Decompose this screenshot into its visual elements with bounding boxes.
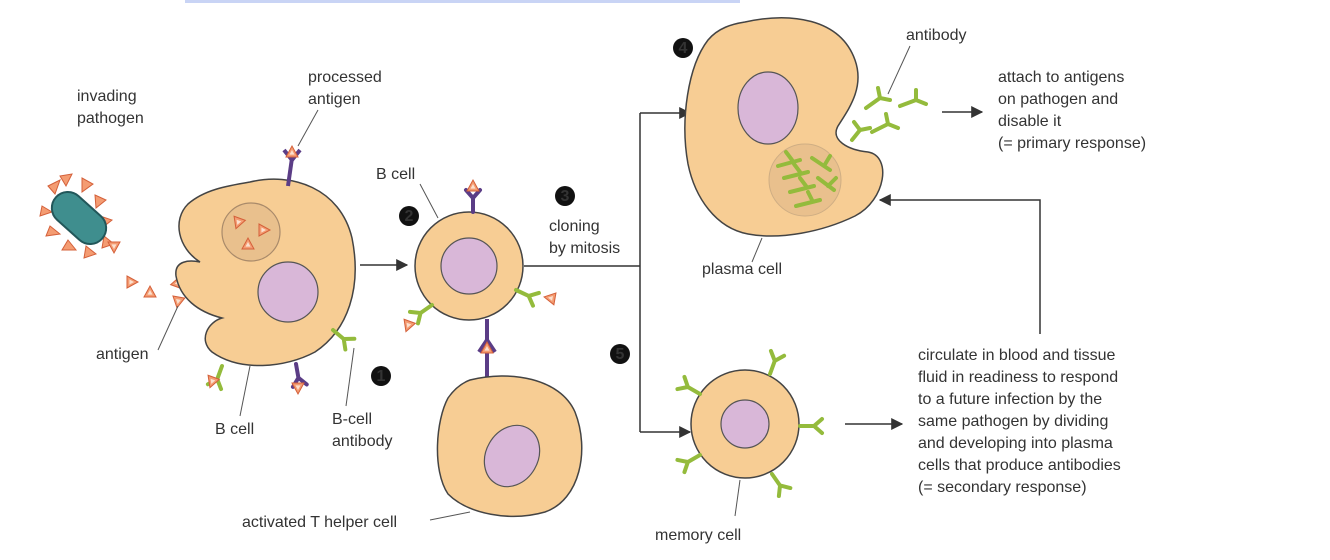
memory-cell xyxy=(675,348,824,499)
arrow-memory-to-plasma xyxy=(878,194,1041,334)
antigen-pointer xyxy=(157,305,179,351)
label-processed-antigen: processed antigen xyxy=(308,69,386,108)
secreted-antibodies xyxy=(850,86,928,142)
antigen-particle xyxy=(143,285,157,298)
step-4-badge: 4 xyxy=(673,38,693,58)
b-cell-antibody-pointer xyxy=(345,347,355,407)
svg-text:5: 5 xyxy=(616,346,625,363)
label-antigen: antigen xyxy=(96,346,149,363)
b-cell-2-nucleus xyxy=(440,237,498,295)
t-helper-cell xyxy=(436,375,583,518)
t-helper-pointer xyxy=(429,511,471,521)
processed-antigen-marker xyxy=(285,145,299,158)
pathogen-spikes xyxy=(39,173,116,259)
b-cell-1-pointer xyxy=(239,365,251,417)
branch-arrows xyxy=(524,107,692,438)
memory-receptor xyxy=(761,348,787,379)
step-2-badge: 2 xyxy=(399,206,419,226)
svg-text:1: 1 xyxy=(377,368,386,385)
antibody-pointer xyxy=(887,45,911,95)
antigen-particle xyxy=(466,179,480,192)
plasma-cell-nucleus xyxy=(737,71,799,145)
receptor-top xyxy=(464,188,482,214)
svg-text:2: 2 xyxy=(405,208,414,225)
internal-antibodies xyxy=(776,150,838,208)
phagosome-vesicle xyxy=(221,202,281,262)
b-cell-2-pointer xyxy=(419,183,439,219)
b-cell-2 xyxy=(399,179,557,380)
label-b-cell-antibody: B-cell antibody xyxy=(332,411,393,450)
label-secondary-response: circulate in blood and tissue fluid in r… xyxy=(918,347,1125,496)
label-invading-pathogen: invading pathogen xyxy=(77,88,144,127)
memory-cell-nucleus xyxy=(720,399,770,449)
step-3-badge: 3 xyxy=(555,186,575,206)
step-5-badge: 5 xyxy=(610,344,630,364)
step-1-badge: 1 xyxy=(371,366,391,386)
b-cell-1-nucleus xyxy=(257,261,319,323)
label-memory-cell: memory cell xyxy=(655,527,741,544)
t-helper-nucleus xyxy=(483,424,541,488)
svg-text:3: 3 xyxy=(561,188,570,205)
plasma-cell-pointer xyxy=(751,237,763,263)
label-b-cell-1: B cell xyxy=(215,421,254,438)
memory-receptor xyxy=(764,467,793,499)
label-primary-response: attach to antigens on pathogen and disab… xyxy=(998,69,1146,152)
label-plasma-cell: plasma cell xyxy=(702,261,782,278)
antigen-particle xyxy=(399,318,416,335)
plasma-cell xyxy=(684,17,928,237)
antigen-particle xyxy=(542,290,557,306)
b-cell-1 xyxy=(175,145,357,395)
antigen-particle xyxy=(126,275,139,289)
label-antibody: antibody xyxy=(906,27,967,44)
svg-text:4: 4 xyxy=(679,40,688,57)
label-cloning: cloning by mitosis xyxy=(549,218,620,257)
invading-pathogen xyxy=(39,173,116,259)
label-activated-t-helper: activated T helper cell xyxy=(242,514,397,531)
memory-cell-pointer xyxy=(734,479,741,517)
label-b-cell-2: B cell xyxy=(376,166,415,183)
top-divider xyxy=(185,0,740,3)
pathogen-body xyxy=(50,190,108,246)
processed-antigen-pointer xyxy=(297,109,319,147)
memory-receptor xyxy=(798,417,824,435)
antigen-particle xyxy=(107,241,121,254)
